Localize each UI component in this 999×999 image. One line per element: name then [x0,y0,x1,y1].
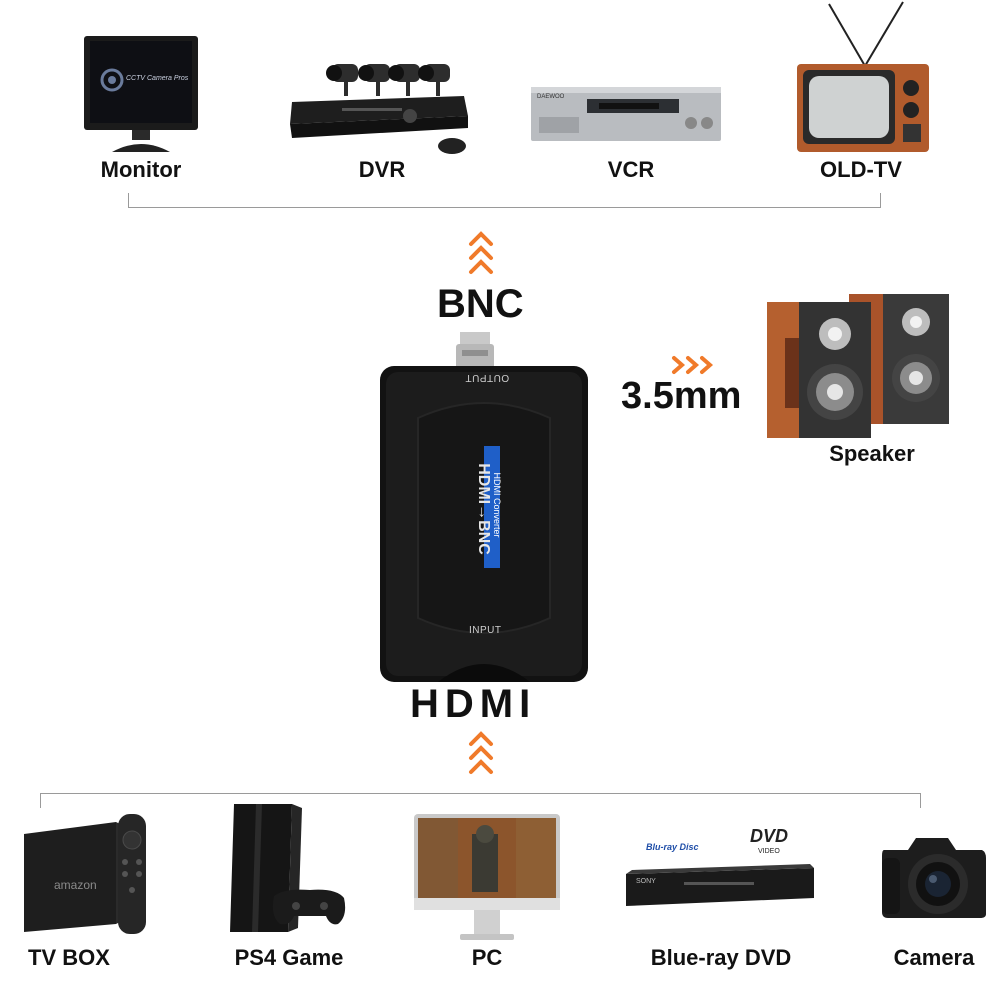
camera-device [878,822,988,922]
pc-device [412,812,562,947]
top-bracket-line [128,193,881,208]
ps4-label: PS4 Game [234,945,344,970]
vcr-label: VCR [607,157,655,182]
speaker-label: Speaker [829,441,915,466]
tv-box-brand-text: amazon [54,878,97,892]
converter-subtitle-text: HDMI Converter [492,472,502,538]
monitor-screen-text: CCTV Camera Pros [126,75,189,82]
arrow-right-icon [670,355,722,375]
speaker-device [765,292,953,440]
vcr-device: DAEWOO [529,85,723,145]
bottom-bracket-line [40,793,921,808]
audio-jack-label: 3.5mm [621,375,742,417]
converter-title-text: HDMI→BNC [475,463,492,555]
tv-box-label: TV BOX [28,945,110,970]
arrow-up-icon-bottom [468,728,494,786]
dvr-label: DVR [358,157,406,182]
camera-label: Camera [893,945,975,970]
tv-box-device: amazon [20,812,150,937]
input-port-text: INPUT [469,625,502,636]
bluray-dvd-label: Blue-ray DVD [650,945,792,970]
arrow-up-icon [468,228,494,286]
bluray-logo-text: Blu-ray Disc [646,842,699,852]
old-tv-label: OLD-TV [820,157,902,182]
monitor-device: CCTV Camera Pros [82,36,200,156]
output-port-text: OUTPUT [465,372,510,383]
old-tv-device [795,0,935,155]
hdmi-input-label: HDMI [410,682,537,726]
dvd-video-text: VIDEO [758,848,780,855]
bluray-player-brand-text: SONY [636,878,656,885]
dvd-logo-text: DVD [750,826,789,846]
bluray-dvd-device: Blu-ray Disc DVD VIDEO SONY [624,820,816,920]
ps4-device [228,800,348,940]
monitor-label: Monitor [100,157,182,182]
vcr-brand-text: DAEWOO [537,94,565,100]
bnc-output-label: BNC [437,282,524,326]
pc-label: PC [471,945,503,970]
converter-box: OUTPUT INPUT HDMI→BNC HDMI Converter [378,328,590,690]
dvr-device [282,58,472,160]
